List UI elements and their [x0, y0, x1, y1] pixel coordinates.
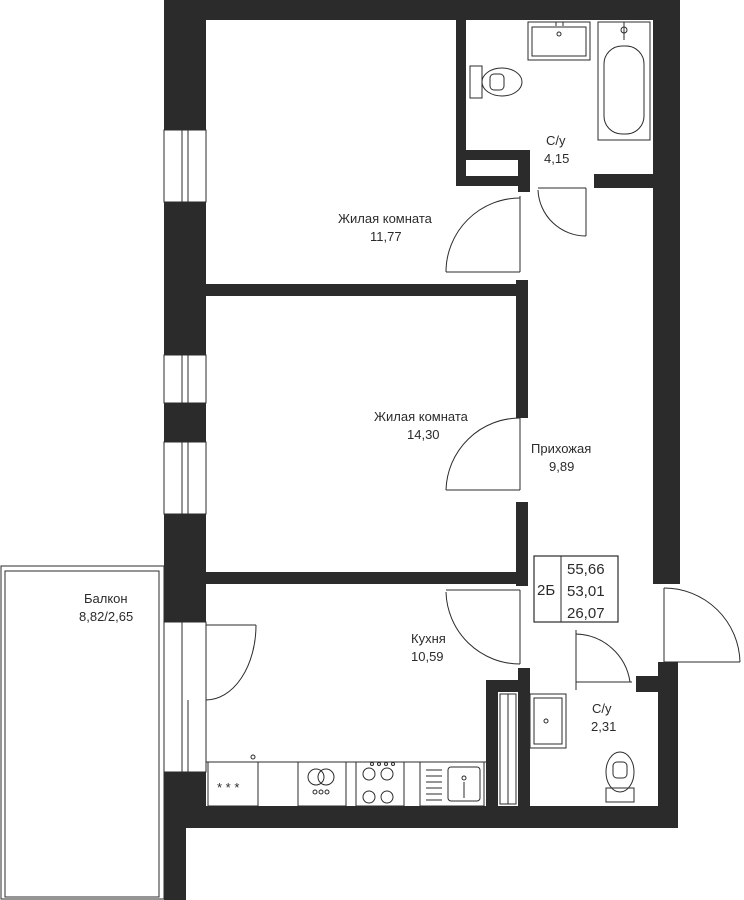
room-bathroom-2-name: С/у [592, 701, 612, 716]
total-area: 55,66 [567, 561, 605, 578]
living-area-total: 53,01 [567, 583, 605, 600]
room-balcony-name: Балкон [84, 591, 128, 606]
door-kitchen [445, 589, 521, 665]
bathroom-1-fixtures [469, 21, 651, 141]
kitchen-fixtures: * * * [206, 754, 486, 807]
walls [164, 0, 680, 900]
room-hallway-area: 9,89 [549, 459, 574, 474]
room-balcony-area: 8,82/2,65 [79, 609, 133, 624]
room-hallway-name: Прихожая [531, 441, 591, 456]
room-living-1-area: 11,77 [370, 229, 402, 244]
room-kitchen-area: 10,59 [411, 649, 444, 664]
door-bathroom-2 [575, 630, 632, 690]
apartment-type: 2Б [537, 582, 555, 599]
door-bathroom-1 [537, 187, 587, 237]
window-kitchen [163, 621, 257, 773]
svg-text:* * *: * * * [217, 780, 239, 795]
bathtub-icon [597, 21, 651, 141]
washing-machine-icon [297, 761, 347, 807]
living-area: 26,07 [567, 605, 605, 622]
window-living-1 [163, 129, 207, 203]
kitchen-sink-icon [419, 761, 485, 807]
bathroom-2-fixtures [499, 693, 635, 805]
sink-2-icon [529, 693, 567, 749]
toilet-2-icon [605, 751, 635, 803]
windows [163, 129, 257, 773]
window-living-2a [163, 354, 207, 404]
room-bathroom-1-area: 4,15 [544, 151, 569, 166]
toilet-1-icon [469, 65, 523, 99]
door-living-2 [445, 417, 521, 491]
apartment-stats: 2Б 55,66 53,01 26,07 [533, 555, 619, 623]
room-bathroom-1-name: С/у [546, 133, 566, 148]
room-labels: Жилая комната 11,77 Жилая комната 14,30 … [79, 133, 616, 734]
room-living-2-area: 14,30 [407, 427, 440, 442]
window-living-2b [163, 441, 207, 515]
stove-icon [355, 761, 405, 807]
room-kitchen-name: Кухня [411, 631, 446, 646]
cabinet-icon: * * * [207, 754, 259, 807]
doors [445, 187, 741, 690]
room-living-1-name: Жилая комната [338, 211, 433, 226]
room-bathroom-2-area: 2,31 [591, 719, 616, 734]
sink-icon [527, 21, 591, 61]
room-living-2-name: Жилая комната [374, 409, 469, 424]
door-entrance [663, 587, 741, 663]
door-living-1 [445, 196, 521, 273]
